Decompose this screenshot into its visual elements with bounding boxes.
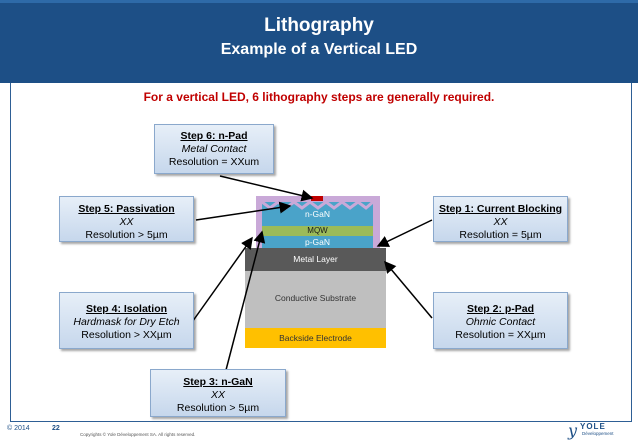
logo-swoosh-icon: y xyxy=(568,421,578,440)
step3-box: Step 3: n-GaN XX Resolution > 5µm xyxy=(150,369,286,417)
step6-heading: Step 6: n-Pad xyxy=(180,130,248,142)
step1-detail: XX xyxy=(493,216,508,228)
layer-metal: Metal Layer xyxy=(245,248,386,271)
step1-heading: Step 1: Current Blocking xyxy=(438,203,563,215)
step4-heading: Step 4: Isolation xyxy=(85,303,168,315)
layer-substrate-label: Conductive Substrate xyxy=(274,293,357,303)
step2-resolution: Resolution = XXµm xyxy=(455,329,546,341)
layer-n-gan-label: n-GaN xyxy=(304,209,331,219)
page-subtitle: Example of a Vertical LED xyxy=(220,41,418,58)
page-number: 22 xyxy=(52,425,60,432)
layer-substrate: Conductive Substrate xyxy=(245,271,386,328)
logo-name: YOLE xyxy=(580,422,606,431)
step5-resolution: Resolution > 5µm xyxy=(85,229,168,241)
step4-box: Step 4: Isolation Hardmask for Dry Etch … xyxy=(59,292,194,349)
layer-p-gan-label: p-GaN xyxy=(304,237,331,247)
layer-backside-electrode: Backside Electrode xyxy=(245,328,386,348)
layer-backside-label: Backside Electrode xyxy=(279,333,352,343)
page-title: Lithography xyxy=(264,15,374,36)
n-pad-contact xyxy=(311,196,323,201)
step6-resolution: Resolution = XXum xyxy=(168,156,260,168)
content-frame xyxy=(10,83,632,422)
step4-resolution: Resolution > XXµm xyxy=(81,329,172,341)
step2-heading: Step 2: p-Pad xyxy=(466,303,535,315)
layer-p-gan: p-GaN xyxy=(262,236,373,248)
step3-heading: Step 3: n-GaN xyxy=(183,376,253,388)
step6-detail: Metal Contact xyxy=(181,143,247,155)
step3-detail: XX xyxy=(210,389,225,401)
layer-metal-label: Metal Layer xyxy=(293,254,338,264)
step2-detail: Ohmic Contact xyxy=(465,316,536,328)
title-banner: Lithography Example of a Vertical LED xyxy=(0,0,638,83)
yole-logo: y YOLE Développement xyxy=(568,421,628,440)
footer-copyright: Copyrights © Yole Développement SA. All … xyxy=(80,432,196,437)
step6-box: Step 6: n-Pad Metal Contact Resolution =… xyxy=(154,124,274,174)
step5-box: Step 5: Passivation XX Resolution > 5µm xyxy=(59,196,194,242)
banner-stripe xyxy=(0,0,638,3)
step5-detail: XX xyxy=(119,216,134,228)
layer-mqw: MQW xyxy=(262,226,373,236)
step4-detail: Hardmask for Dry Etch xyxy=(73,316,180,328)
step1-resolution: Resolution = 5µm xyxy=(459,229,542,241)
layer-mqw-label: MQW xyxy=(307,226,328,235)
step3-resolution: Resolution > 5µm xyxy=(176,402,260,414)
step1-box: Step 1: Current Blocking XX Resolution =… xyxy=(433,196,568,242)
step2-box: Step 2: p-Pad Ohmic Contact Resolution =… xyxy=(433,292,568,349)
logo-subtitle: Développement xyxy=(582,431,614,436)
layer-n-gan: n-GaN xyxy=(262,202,373,226)
intro-text: For a vertical LED, 6 lithography steps … xyxy=(143,90,495,104)
footer-date: © 2014 xyxy=(7,425,30,432)
step5-heading: Step 5: Passivation xyxy=(78,203,175,215)
